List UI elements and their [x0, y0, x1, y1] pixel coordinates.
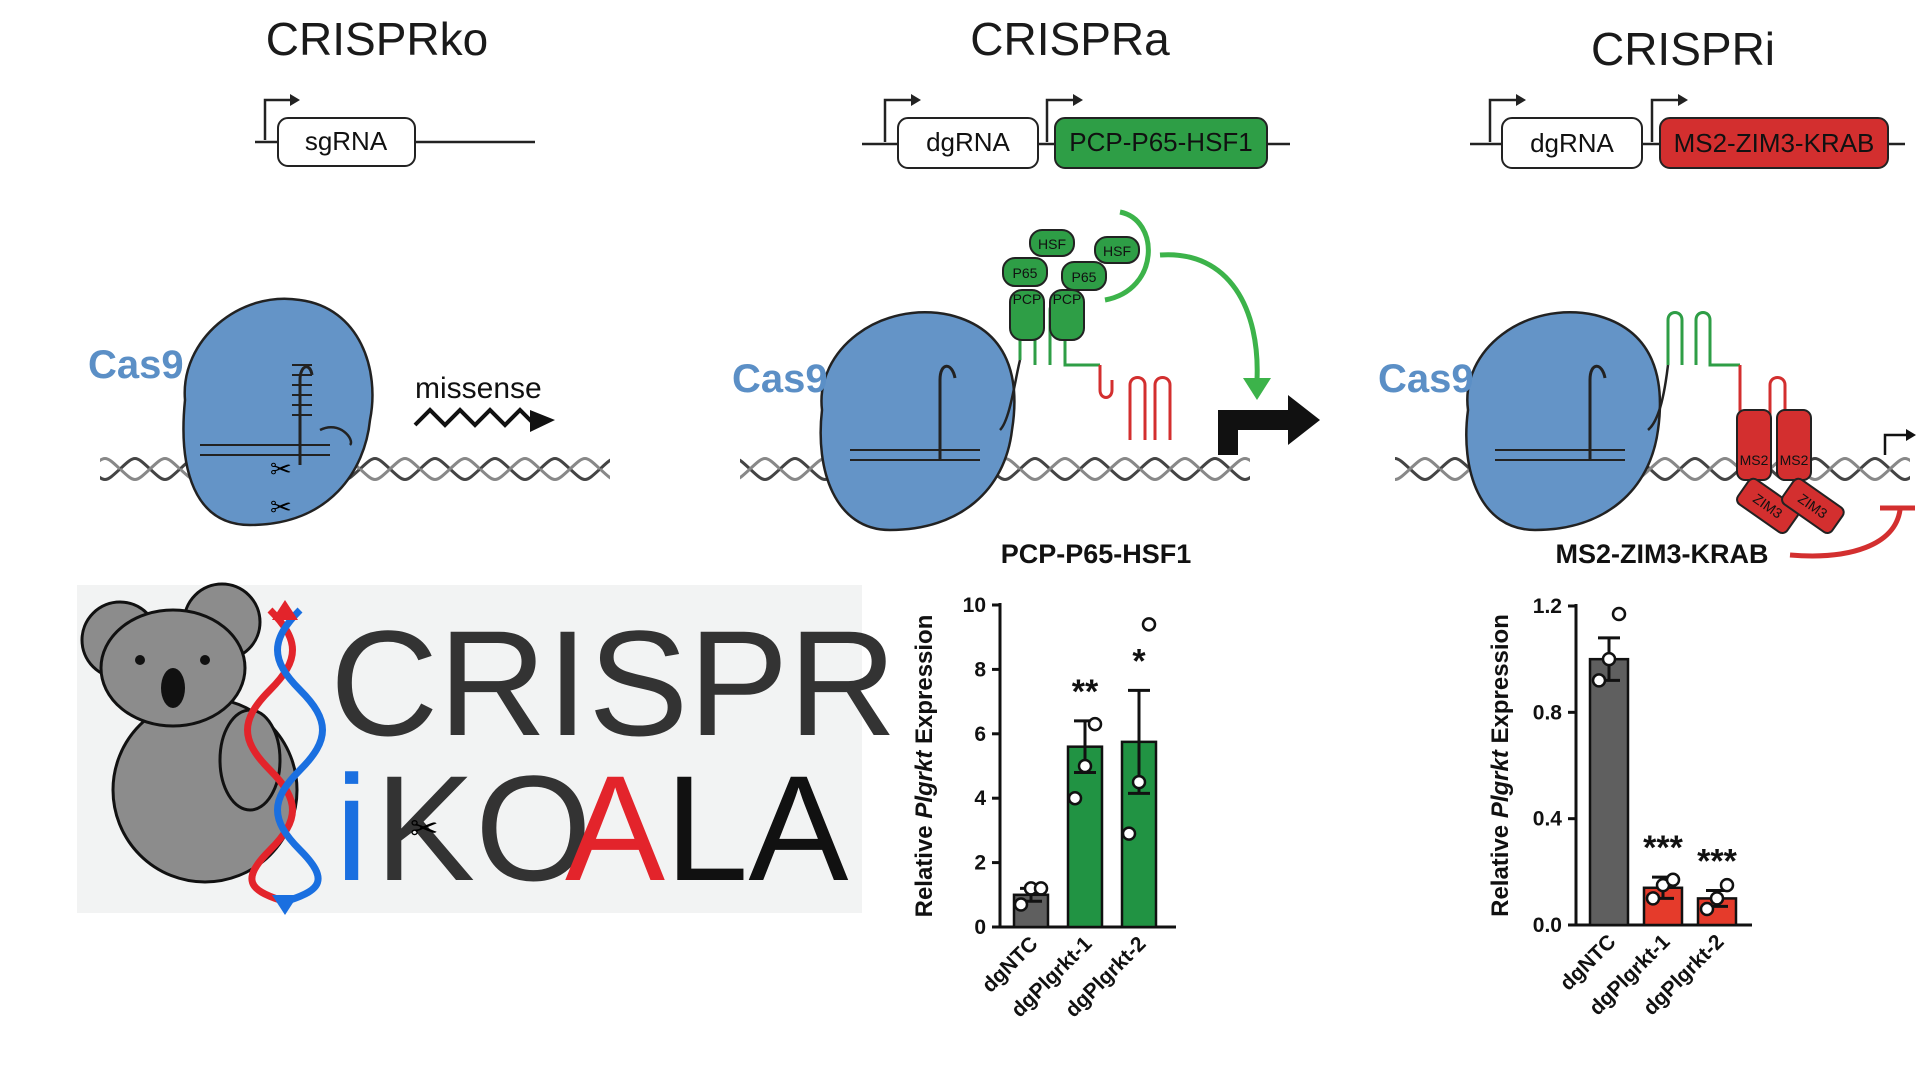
data-point — [1591, 673, 1607, 688]
i-schematic: Cas9 MS2 MS2 ZIM3 ZIM3 — [1378, 311, 1916, 559]
ko-schematic: ✂ ✂ Cas9 missense — [88, 297, 610, 527]
bar — [1588, 657, 1630, 927]
pcp-hairpin-icon — [1666, 311, 1740, 367]
data-point — [1013, 897, 1029, 912]
logo-i-text: i — [335, 744, 368, 912]
ms2-zim3-krab-gene-label: MS2-ZIM3-KRAB — [1674, 128, 1875, 158]
missense-zigzag-icon — [413, 407, 537, 428]
ko-construct: sgRNA — [255, 94, 535, 167]
data-point — [1719, 877, 1735, 893]
pcp-p65-hsf1-gene-label: PCP-P65-HSF1 — [1069, 127, 1253, 157]
sgrna-label: sgRNA — [305, 126, 388, 156]
koala-nose-icon — [161, 668, 185, 708]
repression-arrow-icon — [1789, 509, 1903, 559]
y-tick-label: 1.2 — [1533, 595, 1562, 618]
hsf-label: HSF — [1038, 236, 1066, 252]
a-construct: dgRNA PCP-P65-HSF1 — [862, 94, 1290, 169]
data-point — [1611, 606, 1627, 622]
promoter-arrow-icon — [911, 94, 921, 106]
cas9-protein-icon — [819, 311, 1016, 532]
cas9-protein-icon — [1465, 311, 1662, 532]
significance-label: *** — [1697, 842, 1737, 880]
data-point — [1131, 774, 1147, 790]
cas9-label: Cas9 — [1378, 357, 1474, 401]
scissors-icon: ✂ — [270, 492, 292, 522]
crispra-title: CRISPRa — [970, 13, 1170, 65]
cas9-label: Cas9 — [88, 343, 184, 387]
y-tick-label: 8 — [974, 658, 986, 681]
significance-label: *** — [1643, 829, 1683, 867]
promoter-arrow-icon — [1678, 94, 1688, 106]
arrow-head-icon — [1243, 378, 1271, 400]
y-tick-label: 2 — [974, 852, 986, 875]
tss-arrow-icon — [1288, 395, 1320, 445]
cas9-label: Cas9 — [732, 357, 828, 401]
logo-crispr-text: CRISPR — [330, 599, 897, 767]
significance-label: * — [1132, 642, 1146, 680]
p65-label: P65 — [1013, 265, 1038, 281]
data-point — [1699, 901, 1715, 917]
missense-label: missense — [415, 372, 542, 405]
logo-ko-text: KO — [375, 744, 592, 912]
ms2-label: MS2 — [1780, 452, 1809, 468]
ms2-hairpin-icon — [1098, 365, 1172, 440]
y-tick-label: 6 — [974, 723, 986, 746]
promoter-arrow-icon — [1516, 94, 1526, 106]
chart-title: PCP-P65-HSF1 — [1001, 539, 1192, 569]
logo-la-text: LA — [665, 744, 848, 912]
hsf-label: HSF — [1103, 243, 1131, 259]
y-tick-label: 0.0 — [1533, 914, 1562, 937]
y-tick-label: 10 — [963, 594, 986, 617]
y-tick-label: 0.8 — [1533, 701, 1563, 724]
arrow-head-icon — [530, 410, 555, 432]
pcp-label: PCP — [1053, 291, 1082, 307]
y-axis-label: Relative Plgrkt Expression — [911, 615, 938, 918]
scissors-icon: ✂ — [410, 810, 439, 848]
logo-a-text: A — [565, 744, 665, 912]
y-tick-label: 0.4 — [1533, 808, 1563, 831]
data-point — [1077, 758, 1093, 774]
pcp-label: PCP — [1013, 291, 1042, 307]
significance-label: ** — [1072, 673, 1099, 711]
y-axis-label: Relative Plgrkt Expression — [1487, 614, 1514, 917]
chart-title: MS2-ZIM3-KRAB — [1556, 539, 1769, 569]
data-point — [1067, 790, 1083, 806]
data-point — [1709, 891, 1725, 906]
y-tick-label: 4 — [974, 787, 986, 810]
crispri-title: CRISPRi — [1591, 23, 1775, 75]
up-arrow-icon — [272, 600, 298, 620]
promoter-arrow-icon — [1073, 94, 1083, 106]
data-point — [1601, 651, 1617, 667]
a-schematic: Cas9 PCP PCP P65 P65 HSF HSF — [732, 209, 1320, 532]
data-point — [1087, 716, 1103, 732]
y-tick-label: 0 — [974, 916, 986, 939]
dgrna-label: dgRNA — [1530, 128, 1614, 158]
activation-arrow-icon — [1104, 209, 1260, 381]
cas9-protein-icon — [182, 297, 374, 527]
crispr-ikoala-logo: CRISPR i KO A LA ✂ — [77, 582, 897, 915]
ms2-label: MS2 — [1740, 452, 1769, 468]
data-point — [1141, 617, 1157, 632]
tss-arrow-icon — [1906, 429, 1916, 441]
data-point — [1665, 872, 1681, 888]
promoter-arrow-icon — [290, 94, 300, 106]
i-construct: dgRNA MS2-ZIM3-KRAB — [1470, 94, 1905, 169]
down-arrow-icon — [272, 895, 298, 915]
data-point — [1033, 881, 1049, 896]
p65-label: P65 — [1072, 269, 1097, 285]
crisprko-title: CRISPRko — [266, 13, 488, 65]
dna-helix-icon — [244, 607, 296, 904]
dgrna-label: dgRNA — [926, 127, 1010, 157]
data-point — [1121, 826, 1137, 841]
data-point — [1645, 891, 1661, 906]
scissors-icon: ✂ — [270, 454, 292, 484]
